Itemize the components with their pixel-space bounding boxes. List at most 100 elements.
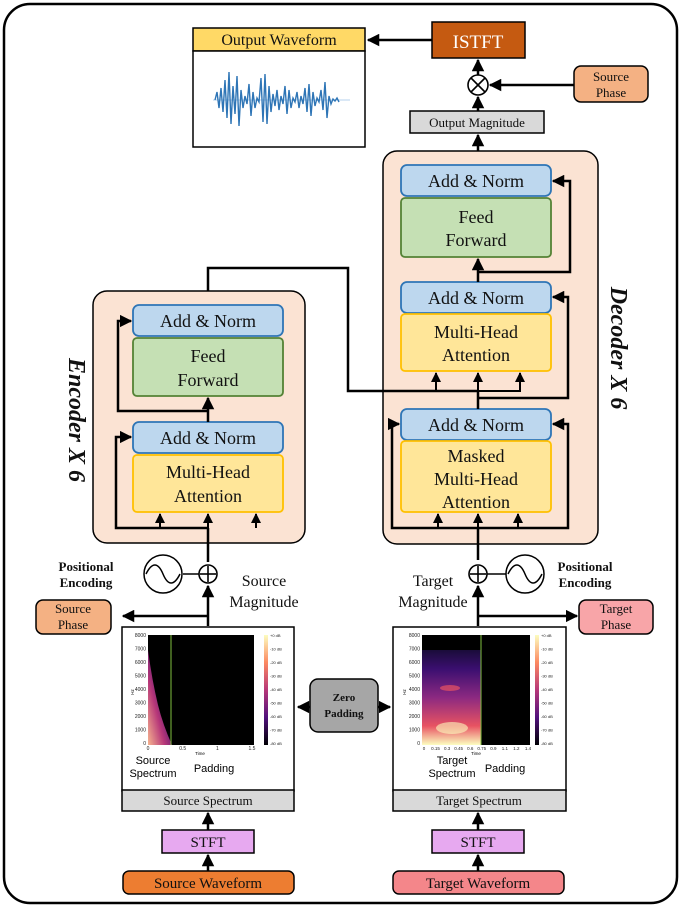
- svg-text:Add & Norm: Add & Norm: [428, 288, 524, 308]
- y-tick-label: 4000: [135, 687, 146, 693]
- svg-text:Padding: Padding: [324, 708, 364, 720]
- y-tick-label: 3000: [409, 701, 420, 707]
- x-tick-label: 0.45: [454, 746, 463, 751]
- svg-text:Magnitude: Magnitude: [398, 594, 467, 611]
- svg-text:Add & Norm: Add & Norm: [160, 428, 256, 448]
- colorbar-tick-label: -40 dB: [541, 687, 553, 692]
- y-tick-label: 3000: [135, 701, 146, 707]
- stft-left-box: STFT: [161, 829, 255, 854]
- colorbar-tick-label: -70 dB: [541, 728, 553, 733]
- target-spectrum-label: Target Spectrum: [392, 789, 567, 812]
- svg-text:Target: Target: [600, 601, 633, 616]
- source-padding-caption: Padding: [194, 763, 234, 775]
- svg-text:Source: Source: [593, 69, 629, 84]
- svg-text:STFT: STFT: [460, 835, 495, 851]
- colorbar-tick-label: -50 dB: [541, 701, 553, 706]
- colorbar-tick-label: -10 dB: [270, 647, 282, 652]
- svg-text:Phase: Phase: [58, 617, 89, 632]
- y-tick-label: 4000: [409, 687, 420, 693]
- y-tick-label: 7000: [409, 647, 420, 653]
- source-waveform-box: Source Waveform: [122, 870, 295, 895]
- encoder-add-norm-top: Add & Norm: [132, 304, 284, 337]
- svg-text:Multi-Head: Multi-Head: [166, 462, 250, 482]
- positional-encoding-right: Positional: [558, 559, 613, 574]
- x-tick-label: 0.5: [179, 746, 186, 752]
- source-phase-left: Source Phase: [35, 599, 112, 635]
- svg-text:Phase: Phase: [601, 617, 632, 632]
- colorbar-tick-label: -60 dB: [541, 714, 553, 719]
- svg-text:Add & Norm: Add & Norm: [428, 415, 524, 435]
- encoder-add-norm-bottom: Add & Norm: [132, 421, 284, 454]
- x-tick-label: 0.9: [490, 746, 497, 751]
- x-tick-label: 1: [216, 746, 219, 752]
- svg-text:Forward: Forward: [178, 370, 239, 390]
- svg-text:Zero: Zero: [333, 692, 356, 704]
- svg-text:Target Waveform: Target Waveform: [426, 876, 531, 892]
- svg-text:Phase: Phase: [596, 85, 627, 100]
- x-tick-label: 0.15: [431, 746, 440, 751]
- svg-text:Target Spectrum: Target Spectrum: [436, 793, 522, 808]
- svg-text:Hz: Hz: [402, 689, 407, 695]
- x-tick-label: 0.6: [467, 746, 474, 751]
- y-tick-label: 2000: [409, 714, 420, 720]
- output-waveform-plot: [192, 50, 366, 148]
- svg-text:Attention: Attention: [442, 345, 510, 365]
- svg-text:Source Spectrum: Source Spectrum: [163, 793, 252, 808]
- encoder-title: Encoder X 6: [63, 357, 89, 482]
- decoder-title: Decoder X 6: [605, 286, 631, 410]
- colorbar-tick-label: -60 dB: [270, 714, 282, 719]
- svg-text:Add & Norm: Add & Norm: [428, 171, 524, 191]
- zero-padding-box: Zero Padding: [309, 678, 379, 733]
- y-tick-label: 1000: [135, 728, 146, 734]
- colorbar-tick-label: -20 dB: [541, 660, 553, 665]
- svg-text:ISTFT: ISTFT: [453, 32, 504, 53]
- svg-text:Hz: Hz: [130, 689, 135, 695]
- colorbar-tick-label: -20 dB: [270, 660, 282, 665]
- output-waveform-label: Output Waveform: [192, 27, 366, 52]
- y-tick-label: 0: [417, 741, 420, 747]
- source-spectrum-label: Source Spectrum: [121, 789, 295, 812]
- y-tick-label: 2000: [135, 714, 146, 720]
- svg-text:Source: Source: [55, 601, 91, 616]
- x-tick-label: 1.2: [513, 746, 520, 751]
- svg-text:STFT: STFT: [190, 835, 225, 851]
- colorbar-tick-label: -80 dB: [541, 741, 553, 746]
- svg-text:Masked: Masked: [448, 446, 505, 466]
- svg-text:Feed: Feed: [459, 207, 494, 227]
- y-tick-label: 8000: [135, 633, 146, 639]
- multiply-operator: [467, 74, 489, 96]
- svg-text:Multi-Head: Multi-Head: [434, 469, 518, 489]
- x-tick-label: 0.3: [444, 746, 451, 751]
- colorbar-tick-label: -30 dB: [270, 674, 282, 679]
- y-tick-label: 1000: [409, 728, 420, 734]
- colorbar-tick-label: -10 dB: [541, 647, 553, 652]
- x-tick-label: 1.5: [249, 746, 256, 752]
- svg-text:Attention: Attention: [174, 486, 242, 506]
- svg-text:Forward: Forward: [446, 230, 507, 250]
- svg-text:Attention: Attention: [442, 492, 510, 512]
- svg-text:Encoding: Encoding: [60, 575, 113, 590]
- colorbar-tick-label: +0 dB: [270, 633, 281, 638]
- colorbar-tick-label: -80 dB: [270, 741, 282, 746]
- positional-encoding-left: Positional: [59, 559, 114, 574]
- add-operator-right: [468, 564, 488, 584]
- target-spectrum-caption: Target: [437, 755, 468, 767]
- svg-text:Encoding: Encoding: [559, 575, 612, 590]
- target-padding-caption: Padding: [485, 763, 525, 775]
- output-magnitude-box: Output Magnitude: [409, 110, 545, 134]
- encoder-attention: Multi-Head Attention: [132, 454, 284, 513]
- svg-text:Feed: Feed: [191, 346, 226, 366]
- svg-text:Output Waveform: Output Waveform: [221, 32, 337, 49]
- sine-wave-icon-left: [143, 554, 183, 594]
- add-operator-left: [198, 564, 218, 584]
- y-tick-label: 0: [143, 741, 146, 747]
- sine-wave-icon-right: [505, 554, 545, 594]
- colorbar-tick-label: -30 dB: [541, 674, 553, 679]
- svg-text:Multi-Head: Multi-Head: [434, 322, 518, 342]
- y-tick-label: 5000: [135, 674, 146, 680]
- colorbar-tick-label: -70 dB: [270, 728, 282, 733]
- target-phase-right: Target Phase: [578, 599, 654, 635]
- decoder-masked-attention: Masked Multi-Head Attention: [400, 440, 552, 513]
- source-phase-top: Source Phase: [573, 65, 649, 103]
